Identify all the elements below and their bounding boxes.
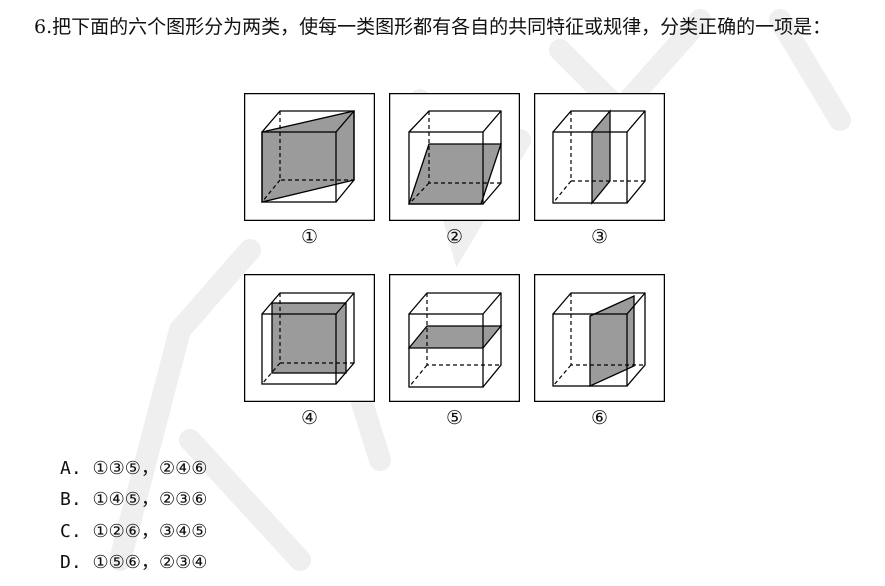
option-c-text: ①②⑥，③④⑤ — [92, 521, 208, 542]
figure-2 — [389, 93, 520, 221]
option-a-letter: A. — [60, 458, 82, 479]
option-d-letter: D. — [60, 552, 82, 573]
question-text: 6.把下面的六个图形分为两类，使每一类图形都有各自的共同特征或规律，分类正确的一… — [22, 10, 867, 44]
option-d-text: ①⑤⑥，②③④ — [92, 552, 208, 573]
figure-4-label: ④ — [300, 407, 319, 429]
figure-3 — [534, 93, 665, 221]
figure-3-label: ③ — [590, 226, 609, 248]
question-body: 把下面的六个图形分为两类，使每一类图形都有各自的共同特征或规律，分类正确的一项是… — [52, 16, 832, 38]
figure-6-label: ⑥ — [590, 407, 609, 429]
figure-5-label: ⑤ — [445, 407, 464, 429]
option-b-letter: B. — [60, 489, 82, 510]
option-a[interactable]: A. ①③⑤，②④⑥ — [60, 454, 207, 480]
figure-1-label: ① — [300, 226, 319, 248]
option-b[interactable]: B. ①④⑤，②③⑥ — [60, 485, 207, 511]
option-c-letter: C. — [60, 521, 82, 542]
option-a-text: ①③⑤，②④⑥ — [92, 458, 208, 479]
question-number: 6. — [34, 16, 53, 38]
figure-1 — [244, 93, 375, 221]
figure-5 — [389, 274, 520, 402]
option-c[interactable]: C. ①②⑥，③④⑤ — [60, 517, 207, 543]
figure-6 — [534, 274, 665, 402]
option-d[interactable]: D. ①⑤⑥，②③④ — [60, 548, 207, 574]
option-b-text: ①④⑤，②③⑥ — [92, 489, 208, 510]
figure-4 — [244, 274, 375, 402]
figure-2-label: ② — [445, 226, 464, 248]
